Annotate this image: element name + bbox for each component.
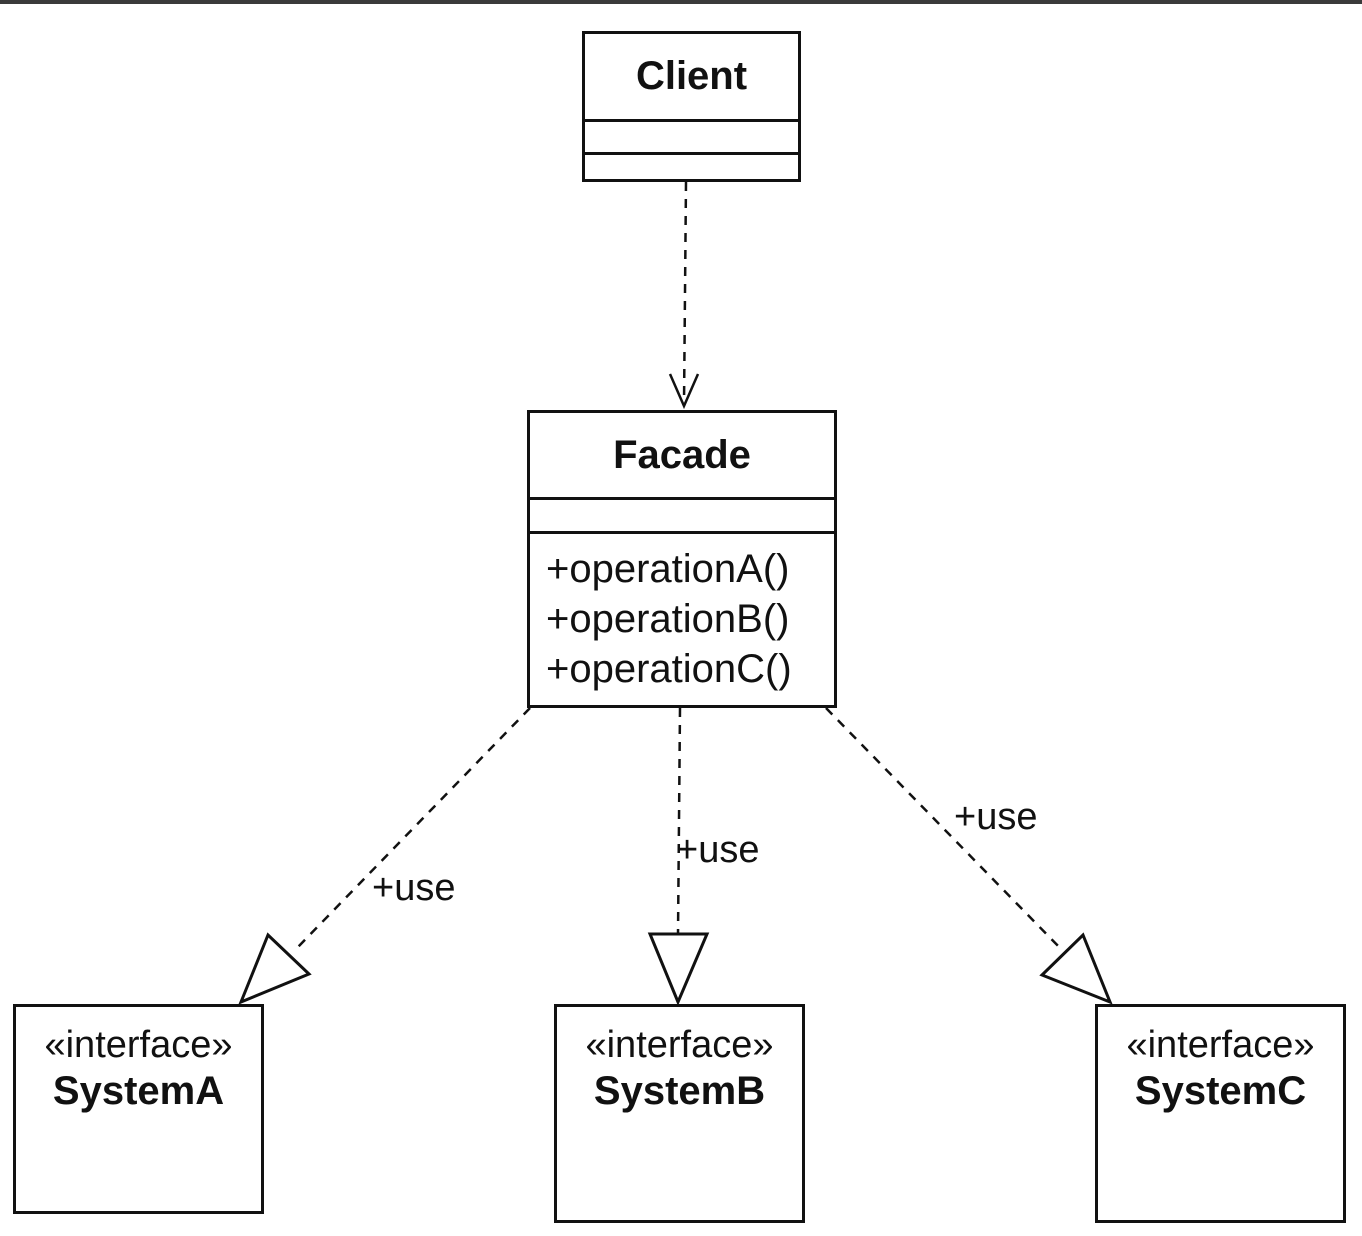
facade-operation-a: +operationA() xyxy=(546,547,790,591)
facade-operation-b: +operationB() xyxy=(546,597,790,641)
facade-to-systemc-line xyxy=(825,707,1064,952)
client-to-facade-dependency-line xyxy=(682,181,688,405)
facade-attributes-compartment xyxy=(530,497,834,531)
systemb-interface-box[interactable]: «interface» SystemB xyxy=(554,1004,805,1223)
systema-interface-box[interactable]: «interface» SystemA xyxy=(13,1004,264,1214)
systemb-realization-arrowhead xyxy=(647,932,710,1006)
facade-to-systemb-line xyxy=(676,707,682,935)
client-class-name: Client xyxy=(635,54,748,98)
facade-class-name: Facade xyxy=(613,432,751,477)
systema-stereotype: «interface» xyxy=(44,1024,233,1066)
systema-use-label: +use xyxy=(372,867,456,909)
systemc-stereotype: «interface» xyxy=(1126,1024,1315,1066)
systema-realization-arrowhead xyxy=(238,932,312,1005)
client-class-box[interactable]: Client xyxy=(582,31,801,182)
systemb-stereotype: «interface» xyxy=(585,1024,774,1066)
facade-class-box[interactable]: Facade +operationA() +operationB() +oper… xyxy=(527,410,837,708)
systemc-name: SystemC xyxy=(1134,1069,1307,1113)
facade-operation-c: +operationC() xyxy=(546,647,792,691)
facade-operations-compartment: +operationA() +operationB() +operationC(… xyxy=(530,531,834,705)
systema-name: SystemA xyxy=(52,1069,225,1113)
systemb-use-label: +use xyxy=(676,829,760,871)
client-attributes-compartment xyxy=(585,119,798,152)
systemc-realization-arrowhead xyxy=(1039,932,1113,1005)
systemc-interface-box[interactable]: «interface» SystemC xyxy=(1095,1004,1346,1223)
client-operations-compartment xyxy=(585,152,798,179)
systemb-name: SystemB xyxy=(593,1069,766,1113)
client-to-facade-open-arrowhead xyxy=(668,373,700,410)
facade-to-systema-line xyxy=(296,707,531,949)
top-border xyxy=(0,0,1362,4)
systemc-use-label: +use xyxy=(954,796,1038,838)
